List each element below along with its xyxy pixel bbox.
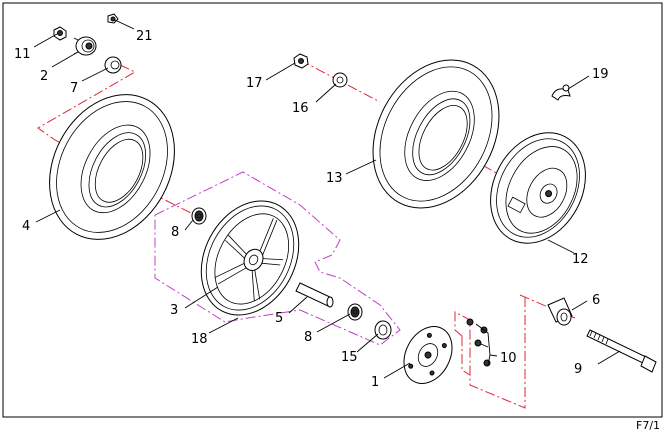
valve-stem [551, 84, 571, 101]
rear-rim [490, 132, 586, 244]
label-16: 16 [292, 101, 309, 116]
label-6: 6 [592, 293, 600, 308]
label-1: 1 [371, 375, 379, 390]
front-tire [49, 94, 175, 240]
label-8a: 8 [171, 225, 179, 240]
page-code: F7/1 [636, 419, 660, 432]
washer-16 [332, 72, 348, 88]
front-rim [200, 200, 300, 316]
washer [374, 320, 392, 340]
bearing-left [191, 207, 207, 225]
label-5: 5 [275, 311, 283, 326]
bolt-21 [107, 13, 119, 24]
label-3: 3 [170, 303, 178, 318]
label-2: 2 [40, 69, 48, 84]
disc-bolts [466, 318, 491, 367]
label-17: 17 [246, 76, 263, 91]
label-15: 15 [341, 350, 358, 365]
brake-disc [403, 326, 453, 384]
label-9: 9 [574, 362, 582, 377]
label-8b: 8 [304, 330, 312, 345]
rear-tire [372, 59, 500, 209]
label-11: 11 [14, 47, 31, 62]
leader-lines [33, 19, 621, 379]
label-18: 18 [191, 332, 208, 347]
label-10: 10 [500, 351, 517, 366]
axle-spacer [295, 282, 334, 308]
label-7: 7 [70, 81, 78, 96]
spacer-7 [104, 56, 122, 74]
nut-17 [293, 53, 309, 69]
label-19: 19 [592, 67, 609, 82]
bearing-right [347, 303, 363, 321]
axle-bolt [586, 329, 657, 373]
part-labels: 1 2 3 4 5 6 7 8 8 9 10 11 12 13 15 16 17… [14, 29, 609, 390]
diagram-border [2, 2, 663, 418]
nut-11 [53, 26, 67, 41]
label-12: 12 [572, 252, 589, 267]
axle-collar [547, 297, 573, 326]
label-13: 13 [326, 171, 343, 186]
label-4: 4 [22, 219, 30, 234]
label-21: 21 [136, 29, 153, 44]
front-wheel-group-outline [154, 171, 401, 346]
